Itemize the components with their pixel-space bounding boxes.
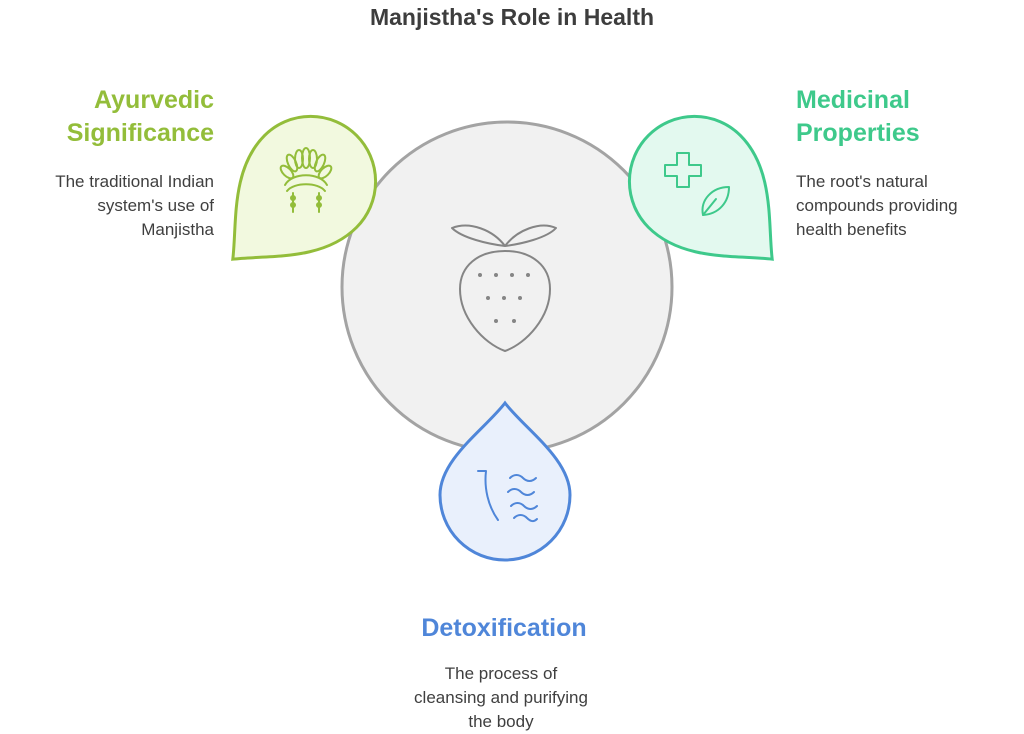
detoxification-heading: Detoxification [354, 612, 654, 645]
detoxification-description-line: cleansing and purifying [414, 688, 588, 707]
ayurvedic-heading: Ayurvedic Significance [30, 84, 214, 150]
detoxification-description-line: the body [468, 712, 534, 731]
detoxification-heading-line1: Detoxification [421, 614, 587, 642]
headdress-icon [279, 147, 333, 213]
strawberry-seeds [478, 273, 530, 323]
medical-cross-leaf-icon [664, 152, 730, 216]
ayurvedic-heading-line1: Ayurvedic [94, 86, 214, 114]
medicinal-heading-line1: Medicinal [796, 86, 910, 114]
ayurvedic-description-line: The traditional Indian [55, 172, 214, 191]
ayurvedic-description-line: system's use of [97, 196, 214, 215]
medicinal-description-line: health benefits [796, 220, 907, 239]
ayurvedic-drop[interactable] [187, 89, 403, 305]
center-circle [340, 120, 674, 454]
water-flow-icon [477, 470, 538, 523]
detoxification-description: The process of cleansing and purifying t… [380, 662, 622, 734]
medicinal-drop[interactable] [602, 89, 818, 305]
medicinal-description: The root's natural compounds providing h… [796, 170, 1011, 242]
medicinal-description-line: compounds providing [796, 196, 958, 215]
medicinal-heading: Medicinal Properties [796, 84, 996, 150]
diagram-title: Manjistha's Role in Health [369, 4, 655, 30]
detoxification-description-line: The process of [444, 664, 558, 683]
strawberry-icon [451, 224, 557, 352]
detoxification-drop[interactable] [438, 400, 572, 562]
ayurvedic-description-line: Manjistha [141, 220, 214, 239]
medicinal-heading-line2: Properties [796, 119, 920, 147]
medicinal-description-line: The root's natural [796, 172, 928, 191]
ayurvedic-description: The traditional Indian system's use of M… [8, 170, 214, 242]
ayurvedic-heading-line2: Significance [66, 119, 214, 147]
